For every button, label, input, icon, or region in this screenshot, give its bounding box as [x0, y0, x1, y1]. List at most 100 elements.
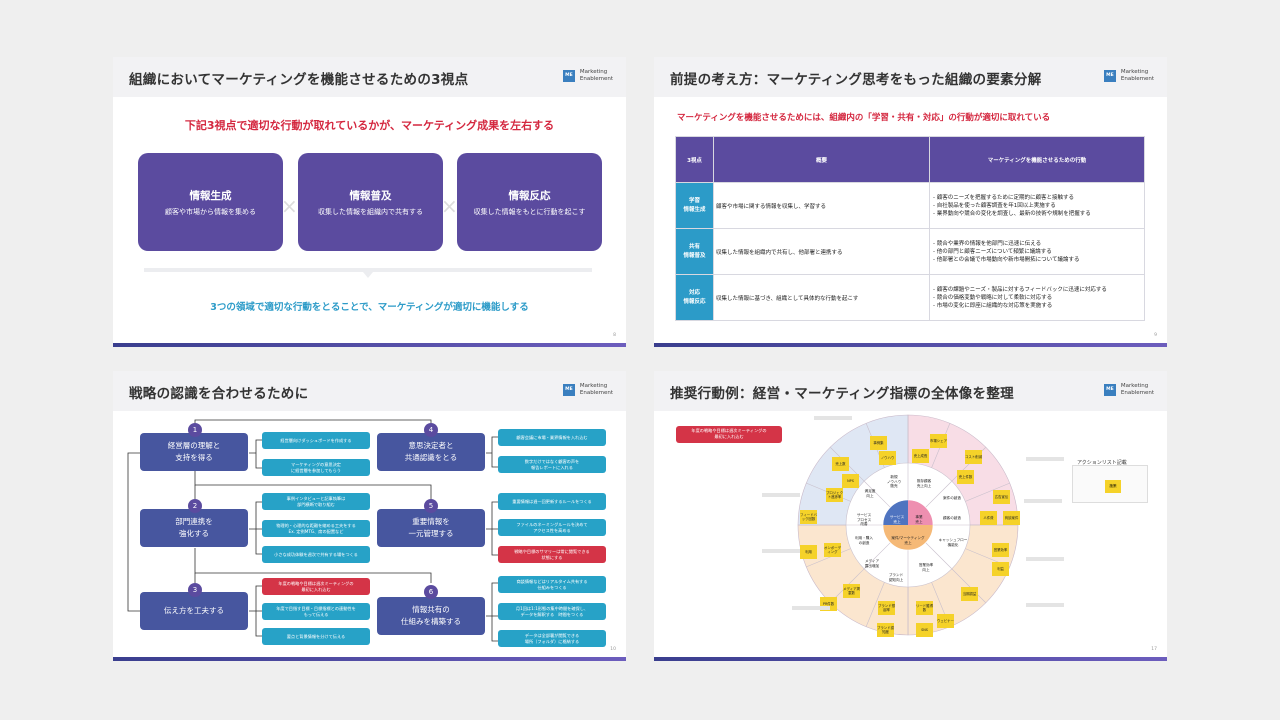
kpi-sticky: ブランド認知度	[877, 623, 894, 637]
logo-mark-icon: ME	[1103, 384, 1116, 396]
core-label-marketing: 案件/マーケティング売上	[891, 536, 925, 545]
footer-bar	[113, 343, 626, 347]
slide-element-breakdown: 前提の考え方：マーケティング思考をもった組織の要素分解 ME Marketing…	[654, 57, 1167, 347]
step-box-4: 意思決定者と共通認識をとる	[377, 433, 485, 471]
logo-line1: Marketing	[1120, 383, 1149, 389]
action-cell: - 競合や業界の情報を他部門に迅速に伝える- 他の部門と顧客ニーズについて頻繁に…	[929, 228, 1145, 275]
core-label-business: 事業売上	[915, 515, 923, 524]
action-box: 要点と背景情報を分けて伝える	[262, 628, 370, 645]
view-box-dissemination: 情報普及 収集した情報を組織内で共有する	[298, 153, 443, 251]
col-header: 3視点	[675, 136, 714, 183]
kpi-sticky: 市場シェア	[930, 434, 947, 448]
action-box: 年度で目指す目標・目標指標との連動性をもって伝える	[262, 603, 370, 620]
ring-label: 既存顧客売上向上	[916, 479, 932, 488]
overview-cell: 収集した情報を組織内で共有し、他部署と連携する	[713, 228, 930, 275]
lead-message: マーケティングを機能させるためには、組織内の「学習・共有・対応」の行動が適切に取…	[677, 113, 1051, 123]
row-header: 共有情報普及	[675, 228, 714, 275]
step-box-6: 情報共有の仕組みを構築する	[377, 597, 485, 635]
ring-label: 利用・購入の創造	[855, 536, 873, 545]
kpi-sticky: ブランド想起率	[878, 601, 895, 615]
ring-label: メディア露出増加	[864, 559, 880, 568]
kpi-sticky: メディア掲載数	[843, 584, 860, 598]
logo-line2: Enablement	[579, 76, 613, 82]
kpi-sticky: リード獲得数	[916, 601, 933, 615]
step-box-3: 伝え方を工夫する	[140, 592, 248, 630]
view-title: 情報普及	[349, 190, 392, 202]
slide-title: 前提の考え方：マーケティング思考をもった組織の要素分解	[670, 72, 1042, 88]
brace-arrow-icon	[363, 272, 373, 278]
action-cell: - 顧客のニーズを把握するために定期的に顧客と接触する- 自社製品を使った顧客調…	[929, 182, 1145, 229]
brand-logo: ME Marketing Enablement	[1103, 383, 1154, 397]
kpi-sticky: 営業効率	[992, 543, 1009, 557]
table-row: 共有情報普及 収集した情報を組織内で共有し、他部署と連携する - 競合や業界の情…	[675, 228, 1145, 275]
action-box: データは全部署が閲覧できる場所（フォルダ）に格納する	[498, 630, 606, 647]
kpi-sticky: コスト削減	[965, 450, 982, 464]
logo-line1: Marketing	[579, 383, 608, 389]
placeholder-note	[1024, 499, 1062, 503]
kpi-sticky: ノウハウ	[879, 451, 896, 465]
ring-label: 営業効率向上	[918, 563, 934, 572]
step-number-badge: 3	[188, 583, 202, 597]
action-box: 顧客会議に市場・業界情報を入れ込む	[498, 429, 606, 446]
action-box: 商談情報などはリアルタイム共有する仕組みをつくる	[498, 576, 606, 593]
logo-mark-icon: ME	[562, 384, 575, 396]
logo-line2: Enablement	[1120, 76, 1154, 82]
placeholder-note	[792, 606, 830, 610]
kpi-sticky: 当期損益	[961, 587, 978, 601]
table-header-row: 3視点 概要 マーケティングを機能させるための行動	[675, 136, 1145, 183]
ring-label: 新規ノウハウ販売	[886, 475, 902, 489]
ring-label: サービスプロセス改善	[856, 513, 872, 527]
kpi-sticky: 人件費	[980, 511, 997, 525]
slide-header: 前提の考え方：マーケティング思考をもった組織の要素分解 ME Marketing…	[654, 57, 1167, 97]
action-box-highlight: 年度の戦略や目標は週次ミーティングの最初に入れ込む	[262, 578, 370, 595]
slide-three-perspectives: 組織においてマーケティングを機能させるための3視点 ME Marketing E…	[113, 57, 626, 347]
action-box: 小さな成功体験を週次で共有する場をつくる	[262, 546, 370, 563]
kpi-sticky: オンボーディング	[824, 543, 841, 557]
action-cell: - 顧客の課題やニーズ・製品に対するフィードバックに迅速に対応する- 競合の価格…	[929, 274, 1145, 321]
view-desc: 収集した情報を組織内で共有する	[318, 208, 423, 216]
kpi-sticky: NPS	[842, 474, 859, 488]
kpi-sticky: フィードバック回数	[800, 510, 817, 524]
placeholder-note	[762, 549, 800, 553]
ring-label: 案件の創造	[943, 496, 961, 500]
col-header: マーケティングを機能させるための行動	[929, 136, 1145, 183]
slide-title: 組織においてマーケティングを機能させるための3視点	[129, 72, 469, 88]
row-header: 対応情報反応	[675, 274, 714, 321]
kpi-sticky: 売上数	[832, 457, 849, 471]
page-number: 17	[1151, 647, 1157, 652]
kpi-sticky: ウェビナー	[937, 614, 954, 628]
row-header: 学習情報生成	[675, 182, 714, 229]
kpi-sticky: 商談案件	[1003, 511, 1020, 525]
col-header: 概要	[713, 136, 930, 183]
legend-sticky: 施策	[1105, 480, 1121, 493]
kpi-sticky: 売上件数	[957, 470, 974, 484]
step-number-badge: 5	[424, 499, 438, 513]
kpi-sticky: 利益	[992, 562, 1009, 576]
action-box: 重要情報は週一回更新するルールをつくる	[498, 493, 606, 510]
page-number: 8	[613, 333, 616, 338]
action-box: マーケティングの意思決定に経営層を参加してもらう	[262, 459, 370, 476]
action-box: 月1回は1:1形態の集中時間を確保し、データを解釈する 時間をつくる	[498, 603, 606, 620]
ring-label: 満足度向上	[864, 489, 876, 498]
kpi-sticky: プロジェクト進捗率	[826, 488, 843, 502]
slide-strategy-alignment: 戦略の認識を合わせるために ME Marketing Enablement	[113, 371, 626, 661]
view-title: 情報反応	[508, 190, 551, 202]
logo-mark-icon: ME	[562, 70, 575, 82]
ring-label: ブランド認知向上	[888, 573, 904, 582]
red-note: 年度の戦略や目標は週次ミーティングの 最初に入れ込む	[676, 426, 782, 443]
core-label-service: サービス売上	[889, 515, 905, 524]
placeholder-note	[1026, 603, 1064, 607]
view-desc: 収集した情報をもとに行動を起こす	[473, 208, 586, 216]
logo-line1: Marketing	[1120, 69, 1149, 75]
table-row: 対応情報反応 収集した情報に基づき、組織として具体的な行動を起こす - 顧客の課…	[675, 274, 1145, 321]
action-box: 経営層向けダッシュボードを作成する	[262, 432, 370, 449]
placeholder-note	[814, 416, 852, 420]
ring-label: 顧客の創造	[943, 516, 961, 520]
logo-line1: Marketing	[579, 69, 608, 75]
brace-bar	[144, 268, 592, 272]
times-icon: ×	[441, 194, 458, 218]
logo-line2: Enablement	[1120, 390, 1154, 396]
page-number: 9	[1154, 333, 1157, 338]
slide-kpi-overview: 推奨行動例：経営・マーケティング指標の全体像を整理 ME Marketing E…	[654, 371, 1167, 661]
logo-line2: Enablement	[579, 390, 613, 396]
